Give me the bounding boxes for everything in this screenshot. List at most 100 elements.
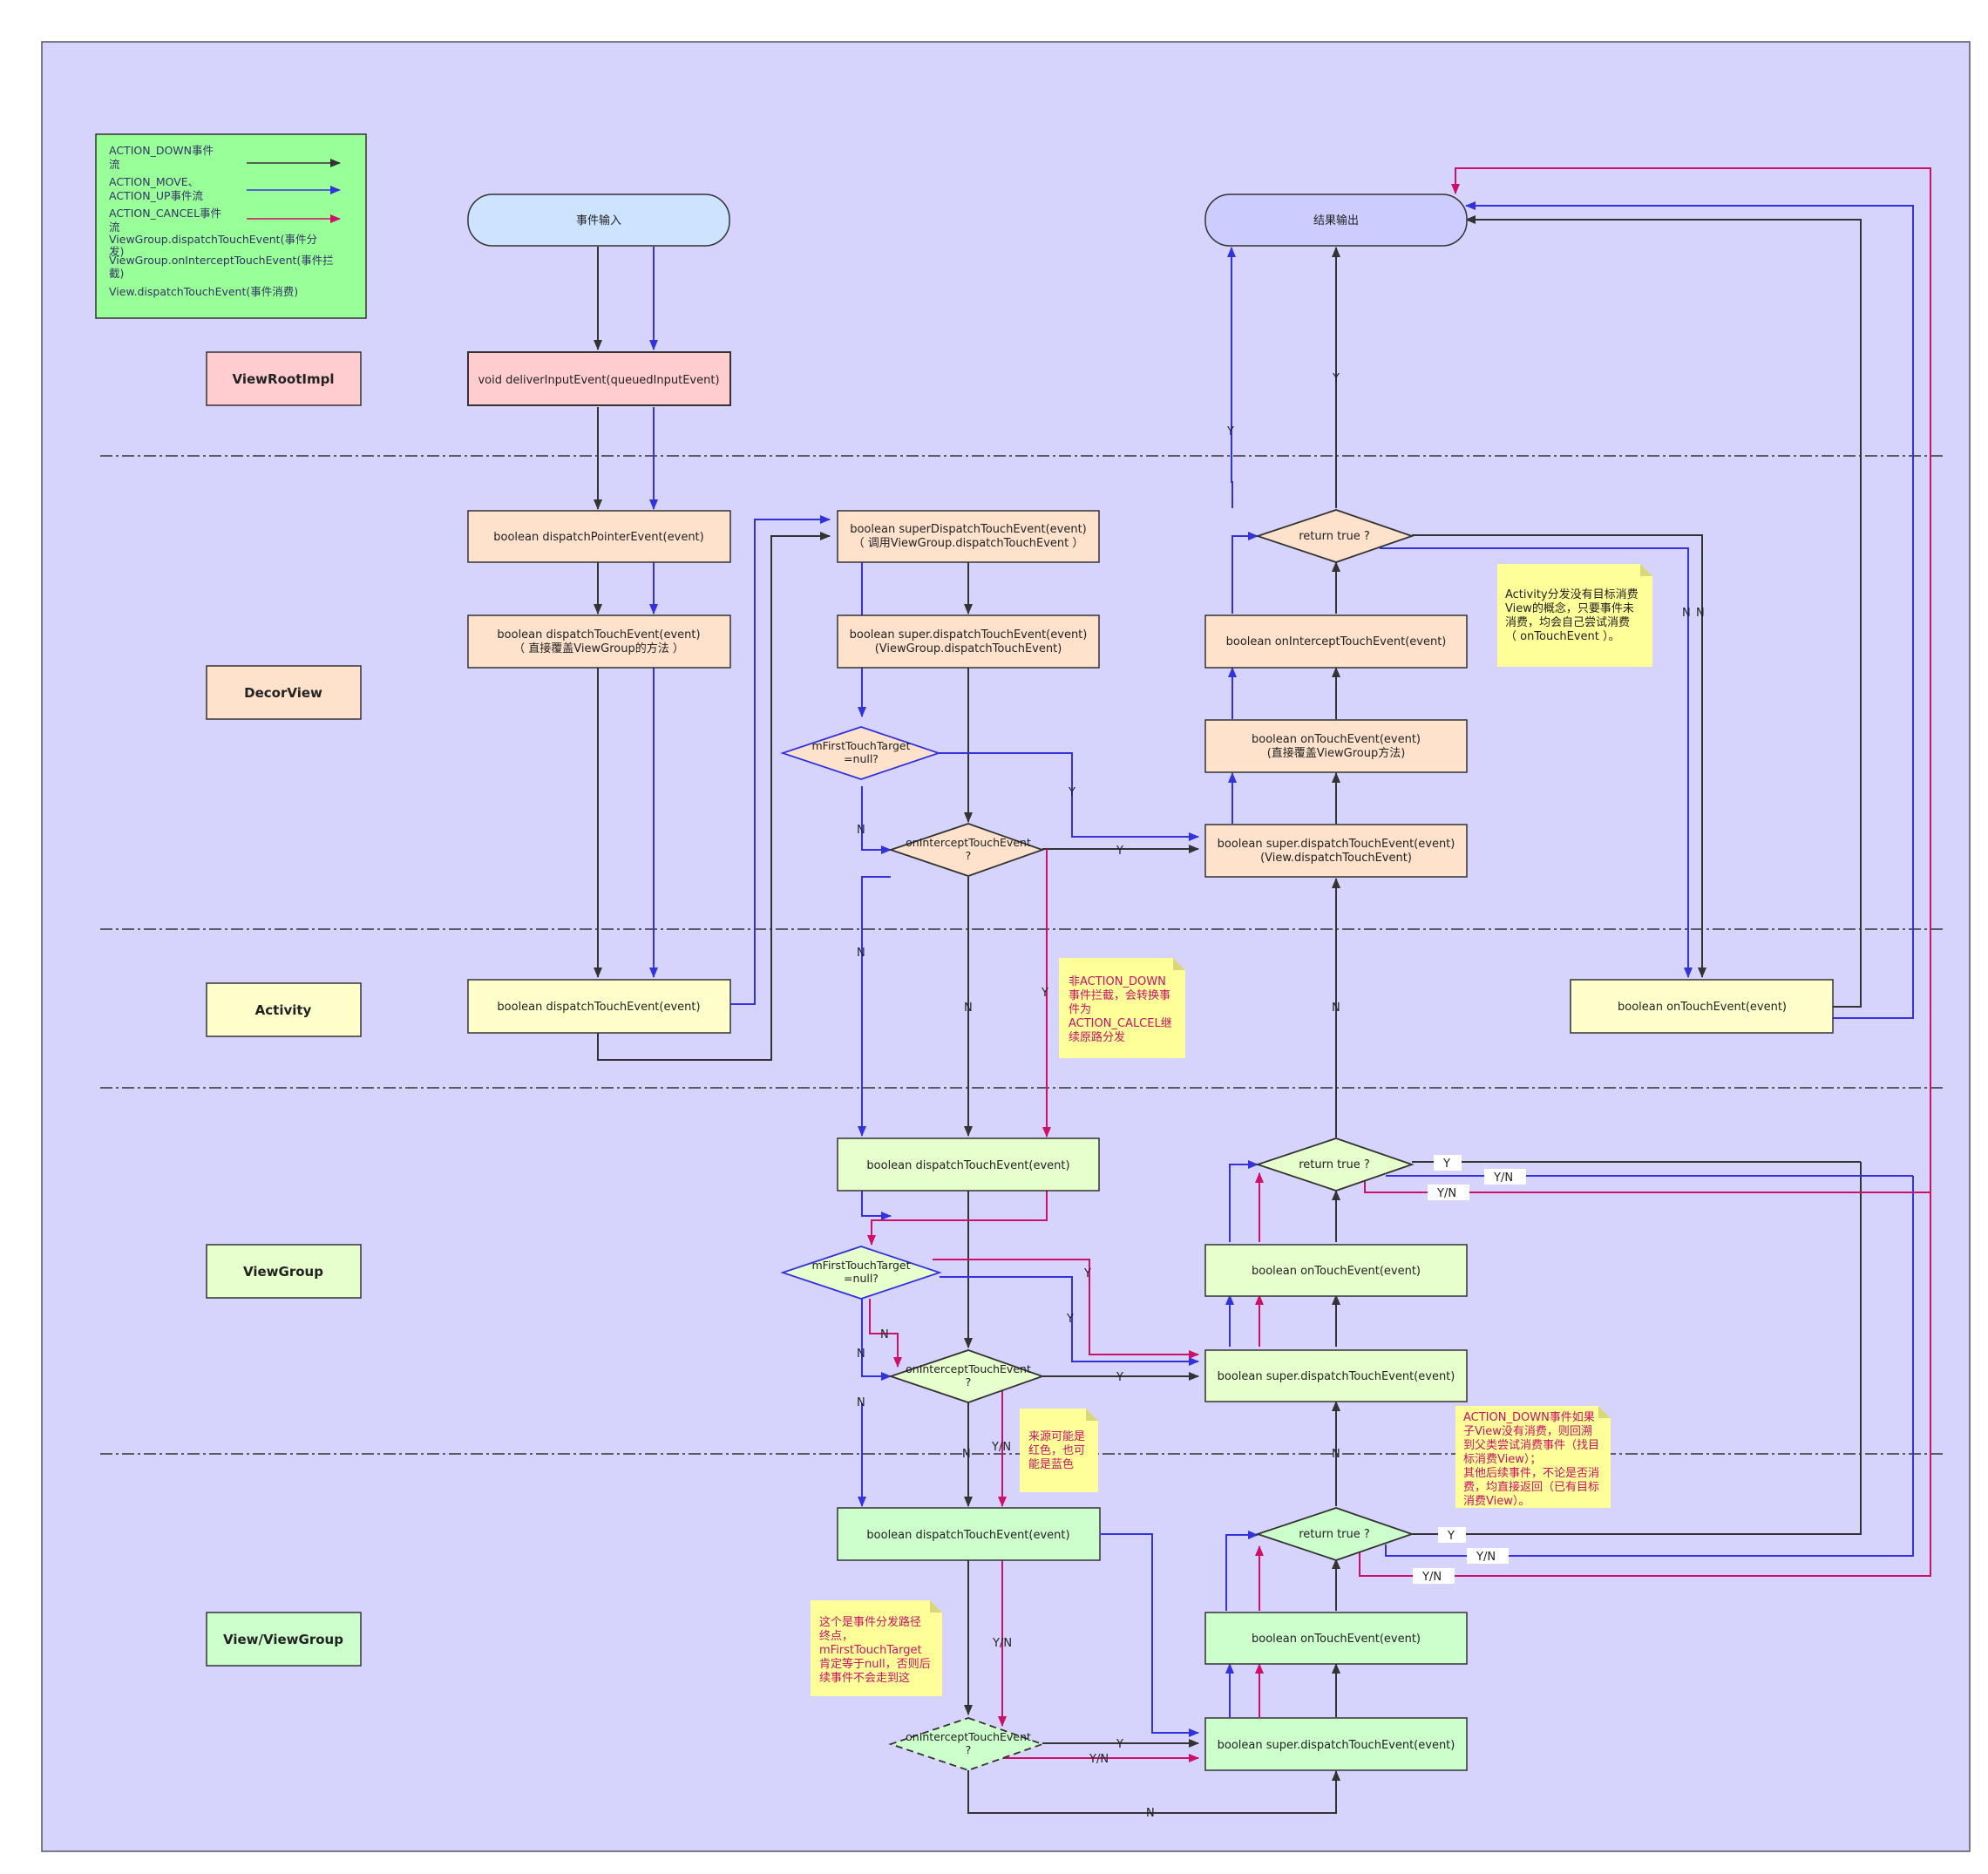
vv-intercept-label-1: onInterceptTouchEvent — [906, 1730, 1031, 1743]
decor-dispatch-touch-label-2: （ 直接覆盖ViewGroup的方法 ） — [513, 642, 684, 655]
edge-label-yn: Y/N — [1476, 1551, 1496, 1564]
vg-intercept-label-2: ? — [966, 1375, 972, 1389]
lane-activity-label: Activity — [255, 1002, 312, 1018]
lane-activity-box — [206, 982, 362, 1037]
vg-super-dispatch-label: boolean super.dispatchTouchEvent(event) — [1218, 1370, 1455, 1383]
result-output-label: 结果输出 — [1313, 214, 1359, 227]
edge-label-n: N — [964, 1002, 973, 1015]
cancel-note: 非ACTION_DOWN 事件拦截，会转换事 件为 ACTION_CALCEL继… — [1059, 958, 1185, 1058]
decor-on-intercept-touch-label: boolean onInterceptTouchEvent(event) — [1226, 635, 1447, 648]
decor-super-dispatch-box — [837, 614, 1100, 669]
vg-return-decision — [1255, 1137, 1415, 1192]
activity-on-touch-box — [1570, 979, 1834, 1034]
down-note-line: 子View没有消费，则回溯 — [1463, 1424, 1592, 1438]
edge-label-y: Y — [1226, 425, 1234, 438]
edge-label-n: N — [1146, 1807, 1155, 1820]
deliver-input-event-box — [467, 351, 731, 406]
legend-move-up-label-2: ACTION_UP事件流 — [109, 189, 204, 202]
edge-label-n: N — [880, 1328, 889, 1341]
decor-dispatch-touch-box — [467, 614, 731, 669]
lane-view-viewgroup-label: View/ViewGroup — [223, 1632, 343, 1647]
decor-super-dispatch-label-2: (ViewGroup.dispatchTouchEvent) — [875, 642, 1062, 655]
super-dispatch-touch-label-1: boolean superDispatchTouchEvent(event) — [850, 523, 1087, 536]
cancel-note-line: 件为 — [1069, 1003, 1091, 1016]
edge-labels: Y Y N N Y N Y N N Y N Y Y N N Y N N Y/N … — [857, 372, 1705, 1820]
super-dispatch-touch-box — [837, 510, 1100, 563]
legend-view-dispatch: View.dispatchTouchEvent(事件消费) — [109, 285, 298, 298]
decor-on-intercept-touch-box — [1204, 614, 1468, 669]
cancel-note-line: 非ACTION_DOWN — [1069, 975, 1166, 988]
vg-super-dispatch-box — [1204, 1349, 1468, 1402]
lane-view-viewgroup-box — [206, 1612, 362, 1667]
vv-dispatch-touch-box — [837, 1507, 1101, 1561]
legend-down-label-1: ACTION_DOWN事件 — [109, 144, 214, 157]
decor-super-dispatch-label-1: boolean super.dispatchTouchEvent(event) — [850, 628, 1088, 642]
end-note-line: 肯定等于null，否则后 — [819, 1657, 931, 1671]
legend: ACTION_DOWN事件 流 ACTION_MOVE、 ACTION_UP事件… — [95, 133, 367, 319]
down-note-line: ACTION_DOWN事件如果 — [1463, 1410, 1595, 1424]
vg-on-touch-box — [1204, 1244, 1468, 1297]
decor-first-touch-target-decision — [780, 726, 941, 780]
legend-move-up-label-1: ACTION_MOVE、 — [109, 175, 199, 188]
decor-intercept-label-1: onInterceptTouchEvent — [906, 836, 1031, 849]
down-note-line: 标消费View）； — [1463, 1453, 1541, 1466]
event-input-label: 事件输入 — [576, 214, 621, 227]
edge-label-n: N — [857, 824, 865, 837]
vv-super-dispatch-box — [1204, 1717, 1468, 1771]
move-up-event-flow — [649, 201, 1914, 1737]
legend-box — [95, 133, 367, 319]
vg-first-touch-target-label-1: mFirstTouchTarget — [811, 1259, 910, 1272]
edge-label-n: N — [857, 1396, 865, 1409]
vg-first-touch-target-label-2: =null? — [844, 1272, 879, 1285]
source-note-line: 红色，也可 — [1028, 1443, 1085, 1457]
lane-viewgroup-label: ViewGroup — [243, 1264, 323, 1280]
edge-label-y: Y — [1041, 987, 1048, 1000]
result-output-terminal — [1204, 194, 1468, 247]
edge-label-n: N — [1682, 607, 1691, 620]
legend-vg-dispatch-2: 发) — [109, 245, 124, 258]
vv-intercept-decision — [888, 1717, 1045, 1771]
vg-on-touch-label: boolean onTouchEvent(event) — [1252, 1265, 1421, 1278]
vg-intercept-label-1: onInterceptTouchEvent — [906, 1362, 1031, 1375]
decor-view-dispatch-box — [1204, 824, 1468, 878]
decor-first-touch-target-label-2: =null? — [844, 752, 879, 765]
legend-cancel-label-2: 流 — [109, 221, 120, 234]
edge-label-y: Y — [1066, 1313, 1074, 1326]
activity-dispatch-touch-label: boolean dispatchTouchEvent(event) — [497, 1001, 700, 1014]
edge-label-y: Y — [1083, 1267, 1091, 1280]
edge-label-yn: Y/N — [1493, 1171, 1513, 1185]
down-event-flow — [594, 215, 1862, 1814]
edge-label-y: Y — [1332, 372, 1340, 385]
legend-vg-dispatch-1: ViewGroup.dispatchTouchEvent(事件分 — [109, 233, 317, 246]
vv-return-label: return true ? — [1299, 1528, 1370, 1541]
edge-label-yn: Y/N — [1421, 1571, 1442, 1584]
decor-intercept-label-2: ? — [966, 849, 972, 862]
edge-label-n: N — [1332, 1002, 1340, 1015]
edge-label-yn: Y/N — [991, 1441, 1011, 1454]
edge-label-n: N — [1696, 607, 1705, 620]
vg-intercept-decision — [888, 1349, 1045, 1403]
edge-label-y: Y — [1116, 845, 1123, 858]
vg-dispatch-touch-box — [837, 1137, 1100, 1192]
source-note-line: 能是蓝色 — [1028, 1457, 1074, 1471]
dispatch-pointer-event-label: boolean dispatchPointerEvent(event) — [493, 531, 703, 544]
vv-intercept-label-2: ? — [966, 1743, 972, 1756]
legend-down-label-2: 流 — [109, 158, 120, 171]
activity-note-line: （ onTouchEvent ）。 — [1505, 630, 1620, 643]
cancel-note-line: 续原路分发 — [1069, 1030, 1125, 1044]
dispatch-pointer-event-box — [467, 510, 731, 563]
decor-return-decision — [1255, 509, 1415, 563]
super-dispatch-touch-label-2: （ 调用ViewGroup.dispatchTouchEvent ） — [853, 537, 1084, 550]
lane-decorview-box — [206, 665, 362, 720]
decor-view-dispatch-label-2: (View.dispatchTouchEvent) — [1260, 852, 1412, 865]
edge-label-n: N — [857, 1348, 865, 1361]
vg-dispatch-touch-label: boolean dispatchTouchEvent(event) — [866, 1159, 1069, 1172]
end-note-line: 终点， — [819, 1629, 853, 1643]
activity-dispatch-touch-box — [467, 979, 731, 1034]
edge-label-y: Y — [1116, 1738, 1123, 1751]
lane-viewgroup-box — [206, 1244, 362, 1299]
edge-label-y: Y — [1442, 1158, 1450, 1171]
down-note-line: 消费View）。 — [1463, 1495, 1530, 1508]
